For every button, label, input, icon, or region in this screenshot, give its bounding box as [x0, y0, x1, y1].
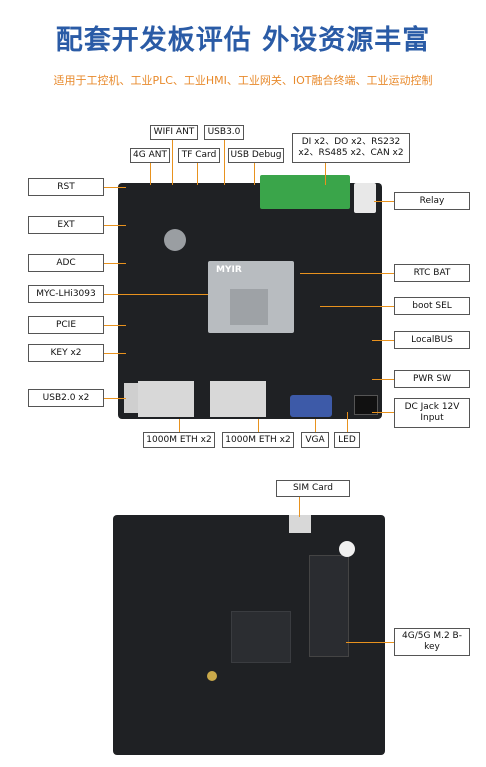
leader-line	[172, 140, 173, 185]
vga-port	[290, 395, 332, 417]
eth-jack	[166, 381, 194, 417]
som-module: MYIR	[208, 261, 294, 333]
battery	[164, 229, 186, 251]
leader-line	[150, 163, 151, 185]
sim-slot	[289, 515, 311, 533]
label-eth-2: 1000M ETH x2	[222, 432, 294, 448]
chip-area	[231, 611, 291, 663]
label-wifi-ant: WIFI ANT	[150, 125, 198, 140]
label-eth-1: 1000M ETH x2	[143, 432, 215, 448]
leader-line	[299, 497, 300, 517]
label-relay: Relay	[394, 192, 470, 210]
label-rtc-bat: RTC BAT	[394, 264, 470, 282]
label-usb30: USB3.0	[204, 125, 244, 140]
label-led: LED	[334, 432, 360, 448]
leader-line	[104, 294, 208, 295]
leader-line	[254, 163, 255, 185]
leader-line	[372, 340, 394, 341]
leader-line	[197, 163, 198, 185]
terminal-block	[260, 175, 350, 209]
leader-line	[104, 325, 126, 326]
label-dc-jack: DC Jack 12V Input	[394, 398, 470, 428]
label-usb20: USB2.0 x2	[28, 389, 104, 407]
label-key: KEY x2	[28, 344, 104, 362]
leader-line	[258, 419, 259, 432]
label-vga: VGA	[301, 432, 329, 448]
som-chip	[230, 289, 268, 325]
label-sim-card: SIM Card	[276, 480, 350, 497]
label-rst: RST	[28, 178, 104, 196]
board-back	[113, 515, 385, 755]
relay-component	[354, 183, 376, 213]
label-som: MYC-LHi3093	[28, 285, 104, 303]
leader-line	[372, 379, 394, 380]
eth-jack	[238, 381, 266, 417]
usb-port	[124, 383, 138, 413]
label-localbus: LocalBUS	[394, 331, 470, 349]
label-4g-ant: 4G ANT	[130, 148, 170, 163]
eth-jack	[138, 381, 166, 417]
leader-line	[104, 263, 126, 264]
leader-line	[300, 273, 394, 274]
label-io-interfaces: DI x2、DO x2、RS232 x2、RS485 x2、CAN x2	[292, 133, 410, 163]
leader-line	[104, 187, 126, 188]
hole	[339, 541, 355, 557]
label-pcie: PCIE	[28, 316, 104, 334]
leader-line	[372, 412, 394, 413]
eth-jack	[210, 381, 238, 417]
leader-line	[320, 306, 394, 307]
label-tf-card: TF Card	[178, 148, 220, 163]
leader-line	[179, 419, 180, 432]
leader-line	[224, 140, 225, 185]
som-brand: MYIR	[216, 265, 242, 275]
leader-line	[315, 419, 316, 432]
label-adc: ADC	[28, 254, 104, 272]
leader-line	[346, 642, 394, 643]
label-usb-debug: USB Debug	[228, 148, 284, 163]
page-title: 配套开发板评估 外设资源丰富	[55, 25, 431, 56]
label-ext: EXT	[28, 216, 104, 234]
label-pwr-sw: PWR SW	[394, 370, 470, 388]
m2-slot	[309, 555, 349, 657]
leader-line	[347, 412, 348, 432]
page-subtitle: 适用于工控机、工业PLC、工业HMI、工业网关、IOT融合终端、工业运动控制	[53, 74, 433, 87]
hole	[207, 671, 217, 681]
label-m2-slot: 4G/5G M.2 B-key	[394, 628, 470, 656]
dc-jack	[354, 395, 378, 415]
leader-line	[104, 225, 126, 226]
leader-line	[325, 163, 326, 185]
leader-line	[104, 353, 126, 354]
leader-line	[104, 398, 126, 399]
board-front: MYIR	[118, 175, 382, 419]
leader-line	[374, 201, 394, 202]
label-boot-sel: boot SEL	[394, 297, 470, 315]
